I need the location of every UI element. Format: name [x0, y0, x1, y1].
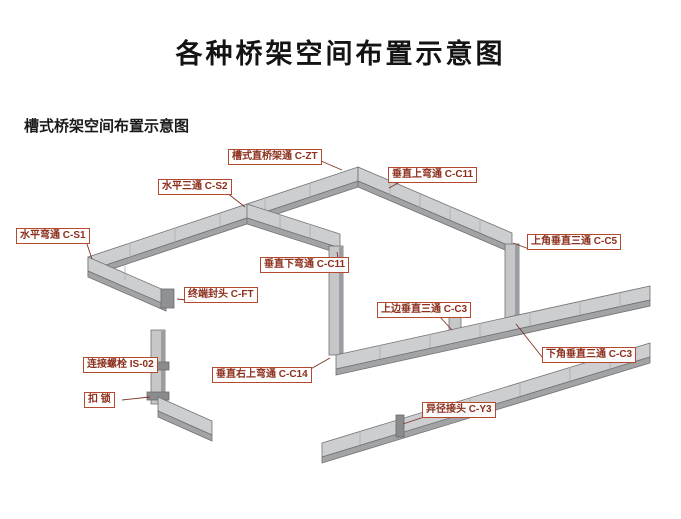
leader-c-c5	[512, 242, 530, 250]
leader-c-c11-up	[388, 181, 401, 189]
label-horizontal-elbow: 水平弯通 C-S1	[16, 228, 90, 244]
label-end-cap: 终端封头 C-FT	[184, 287, 258, 303]
label-horizontal-tee: 水平三通 C-S2	[158, 179, 232, 195]
label-lower-corner-vertical-tee: 下角垂直三通 C-C3	[542, 347, 637, 363]
tray-tee-branch	[246, 203, 341, 255]
label-top-edge-vertical-tee: 上边垂直三通 C-C3	[377, 302, 472, 318]
label-vertical-up-elbow: 垂直上弯通 C-C11	[388, 167, 478, 183]
leader-c-c3-bottom	[515, 323, 547, 363]
label-connecting-bolt: 连接螺栓 IS-02	[83, 357, 158, 373]
label-upper-corner-vertical-tee: 上角垂直三通 C-C5	[527, 234, 622, 250]
end-cap	[160, 288, 175, 309]
page-title: 各种桥架空间布置示意图	[175, 39, 506, 69]
tray-riser-left-joint	[146, 329, 213, 442]
leader-c-c3-top	[439, 316, 453, 331]
reducer-joint	[395, 414, 405, 438]
tray-run-front-left	[87, 256, 175, 312]
tray-run-back-right	[357, 166, 513, 254]
leader-lock	[121, 396, 151, 401]
label-vertical-down-elbow: 垂直下弯通 C-C11	[260, 257, 350, 273]
tray-run-lower-long	[335, 285, 651, 376]
section-title: 槽式桥架空间布置示意图	[24, 118, 190, 135]
label-reducer-joint: 异径接头 C-Y3	[422, 402, 496, 418]
label-trough-straight-tray: 槽式直桥架通 C-ZT	[228, 149, 322, 165]
tray-riser-right	[504, 243, 520, 319]
label-buckle-lock: 扣 锁	[84, 392, 115, 408]
label-vertical-right-up-elbow: 垂直右上弯通 C-C14	[212, 367, 312, 383]
leader-c-y3	[402, 416, 425, 425]
